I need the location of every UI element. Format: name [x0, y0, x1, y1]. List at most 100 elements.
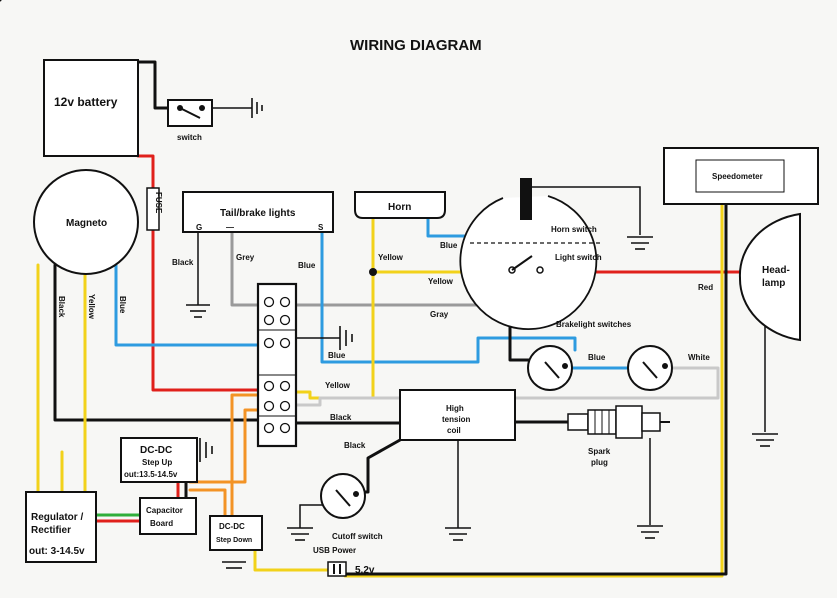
regulator-label-3: out: 3-14.5v	[29, 546, 85, 557]
fuse: FUSE	[146, 187, 163, 231]
stepdown-label-2: Step Down	[216, 537, 252, 544]
wire-orange-3	[188, 488, 227, 520]
label-yellow-horn: Yellow	[378, 253, 404, 262]
wire-blue-magneto-2	[114, 263, 260, 347]
ground-icon	[445, 527, 471, 541]
cutoff-switch: Cutoff switch	[320, 473, 383, 541]
regulator-label-1: Regulator /	[31, 512, 83, 523]
cutoff-switch-label: Cutoff switch	[332, 532, 383, 541]
label-black-coil: Black	[344, 441, 366, 450]
ground-icon	[339, 326, 353, 350]
stepup-label-1: DC-DC	[140, 445, 172, 456]
usb-voltage-label: 5.2v	[355, 565, 375, 576]
magneto-label: Magneto	[66, 218, 107, 229]
magneto: Magneto	[33, 169, 139, 275]
tail-dash-label: —	[226, 223, 234, 232]
headlamp: Head- lamp	[738, 212, 801, 342]
label-grey-tail: Grey	[236, 253, 255, 262]
horn-light-switch: Horn switch Light switch	[459, 178, 602, 330]
light-switch-label: Light switch	[555, 253, 602, 262]
brakelight-switches: Brakelight switches	[527, 320, 673, 391]
label-blue-brake: Blue	[588, 353, 606, 362]
ht-coil: High tension coil	[399, 389, 516, 441]
usb-power: USB Power 5.2v	[313, 546, 375, 577]
tail-brake-lights: Tail/brake lights G — S	[182, 191, 334, 233]
wire-orange-2	[188, 408, 260, 484]
spark-plug-label-2: plug	[591, 458, 608, 467]
label-red-headlamp: Red	[698, 283, 713, 292]
brakelight-switches-label: Brakelight switches	[556, 320, 632, 329]
horn-label: Horn	[388, 202, 411, 213]
wire-yellow-speedo	[343, 203, 724, 578]
regulator-label-2: Rectifier	[31, 525, 71, 536]
label-yellow-light: Yellow	[428, 277, 454, 286]
ground-icon	[251, 98, 263, 118]
speedometer-label: Speedometer	[712, 172, 763, 181]
wire-horn-ground	[528, 186, 641, 235]
wire-yellow-horn	[294, 216, 375, 400]
ground-symbols	[186, 98, 778, 569]
diagram-title: WIRING DIAGRAM	[350, 37, 482, 54]
wire-orange-1	[230, 393, 260, 520]
regulator-rectifier: Regulator / Rectifier out: 3-14.5v	[25, 491, 97, 563]
usb-power-label: USB Power	[313, 546, 356, 555]
battery-label: 12v battery	[54, 95, 118, 109]
label-blue-main: Blue	[328, 351, 346, 360]
stepup-label-3: out:13.5-14.5v	[124, 470, 178, 479]
junction-dot	[369, 268, 377, 276]
label-yellow-magneto: Yellow	[87, 294, 96, 320]
stepup-label-2: Step Up	[142, 458, 172, 467]
label-black-main: Black	[330, 413, 352, 422]
wire-battery-switch	[136, 60, 172, 110]
switch-label: switch	[177, 133, 202, 142]
wire-black-speedo	[343, 203, 728, 576]
speedometer: Speedometer	[663, 147, 819, 205]
label-yellow-main: Yellow	[325, 381, 351, 390]
tail-s-label: S	[318, 223, 324, 232]
wire-white-brake	[294, 366, 720, 407]
label-gray-main: Gray	[430, 310, 449, 319]
ground-icon	[637, 525, 663, 539]
ht-coil-label-1: High	[446, 404, 464, 413]
ground-icon	[627, 236, 653, 250]
ground-icon	[287, 527, 313, 541]
ground-icon	[199, 438, 213, 462]
wire-yellow-usb	[253, 548, 332, 572]
spark-plug: Spark plug	[567, 405, 670, 467]
label-blue-tail: Blue	[298, 261, 316, 270]
headlamp-label-1: Head-	[762, 265, 790, 276]
tail-brake-label: Tail/brake lights	[220, 208, 296, 219]
battery: 12v battery	[43, 59, 139, 157]
wire-blue-tail	[320, 230, 577, 364]
horn-switch-label: Horn switch	[551, 225, 597, 234]
horn: Horn	[354, 191, 446, 219]
ground-icon	[186, 304, 210, 318]
dcdc-step-down: DC-DC Step Down	[209, 515, 263, 551]
ground-icon	[222, 561, 246, 569]
dcdc-step-up: DC-DC Step Up out:13.5-14.5v	[120, 437, 198, 483]
capacitor-label-1: Capacitor	[146, 506, 183, 515]
ht-coil-label-2: tension	[442, 415, 471, 424]
ground-icon	[752, 433, 778, 447]
wire-grey-tail	[230, 230, 260, 307]
label-blue-horn: Blue	[440, 241, 458, 250]
tail-g-label: G	[196, 223, 202, 232]
fuse-label: FUSE	[154, 192, 163, 214]
headlamp-label-2: lamp	[762, 278, 785, 289]
spark-plug-label-1: Spark	[588, 447, 611, 456]
label-black-magneto: Black	[57, 296, 66, 318]
ht-coil-label-3: coil	[447, 426, 461, 435]
label-white-brake: White	[688, 353, 710, 362]
wire-labels: Black Grey Blue Blue Yellow Yellow Red G…	[57, 241, 713, 450]
wire-cutoff-ground	[299, 504, 330, 528]
connector-block	[256, 282, 298, 448]
label-black-tail: Black	[172, 258, 194, 267]
capacitor-board: Capacitor Board	[139, 497, 197, 535]
main-switch: switch	[167, 99, 213, 142]
wire-red-battery-connector	[136, 154, 260, 392]
wire-black-magneto	[53, 263, 260, 422]
stepdown-label-1: DC-DC	[219, 522, 245, 531]
capacitor-label-2: Board	[150, 519, 173, 528]
